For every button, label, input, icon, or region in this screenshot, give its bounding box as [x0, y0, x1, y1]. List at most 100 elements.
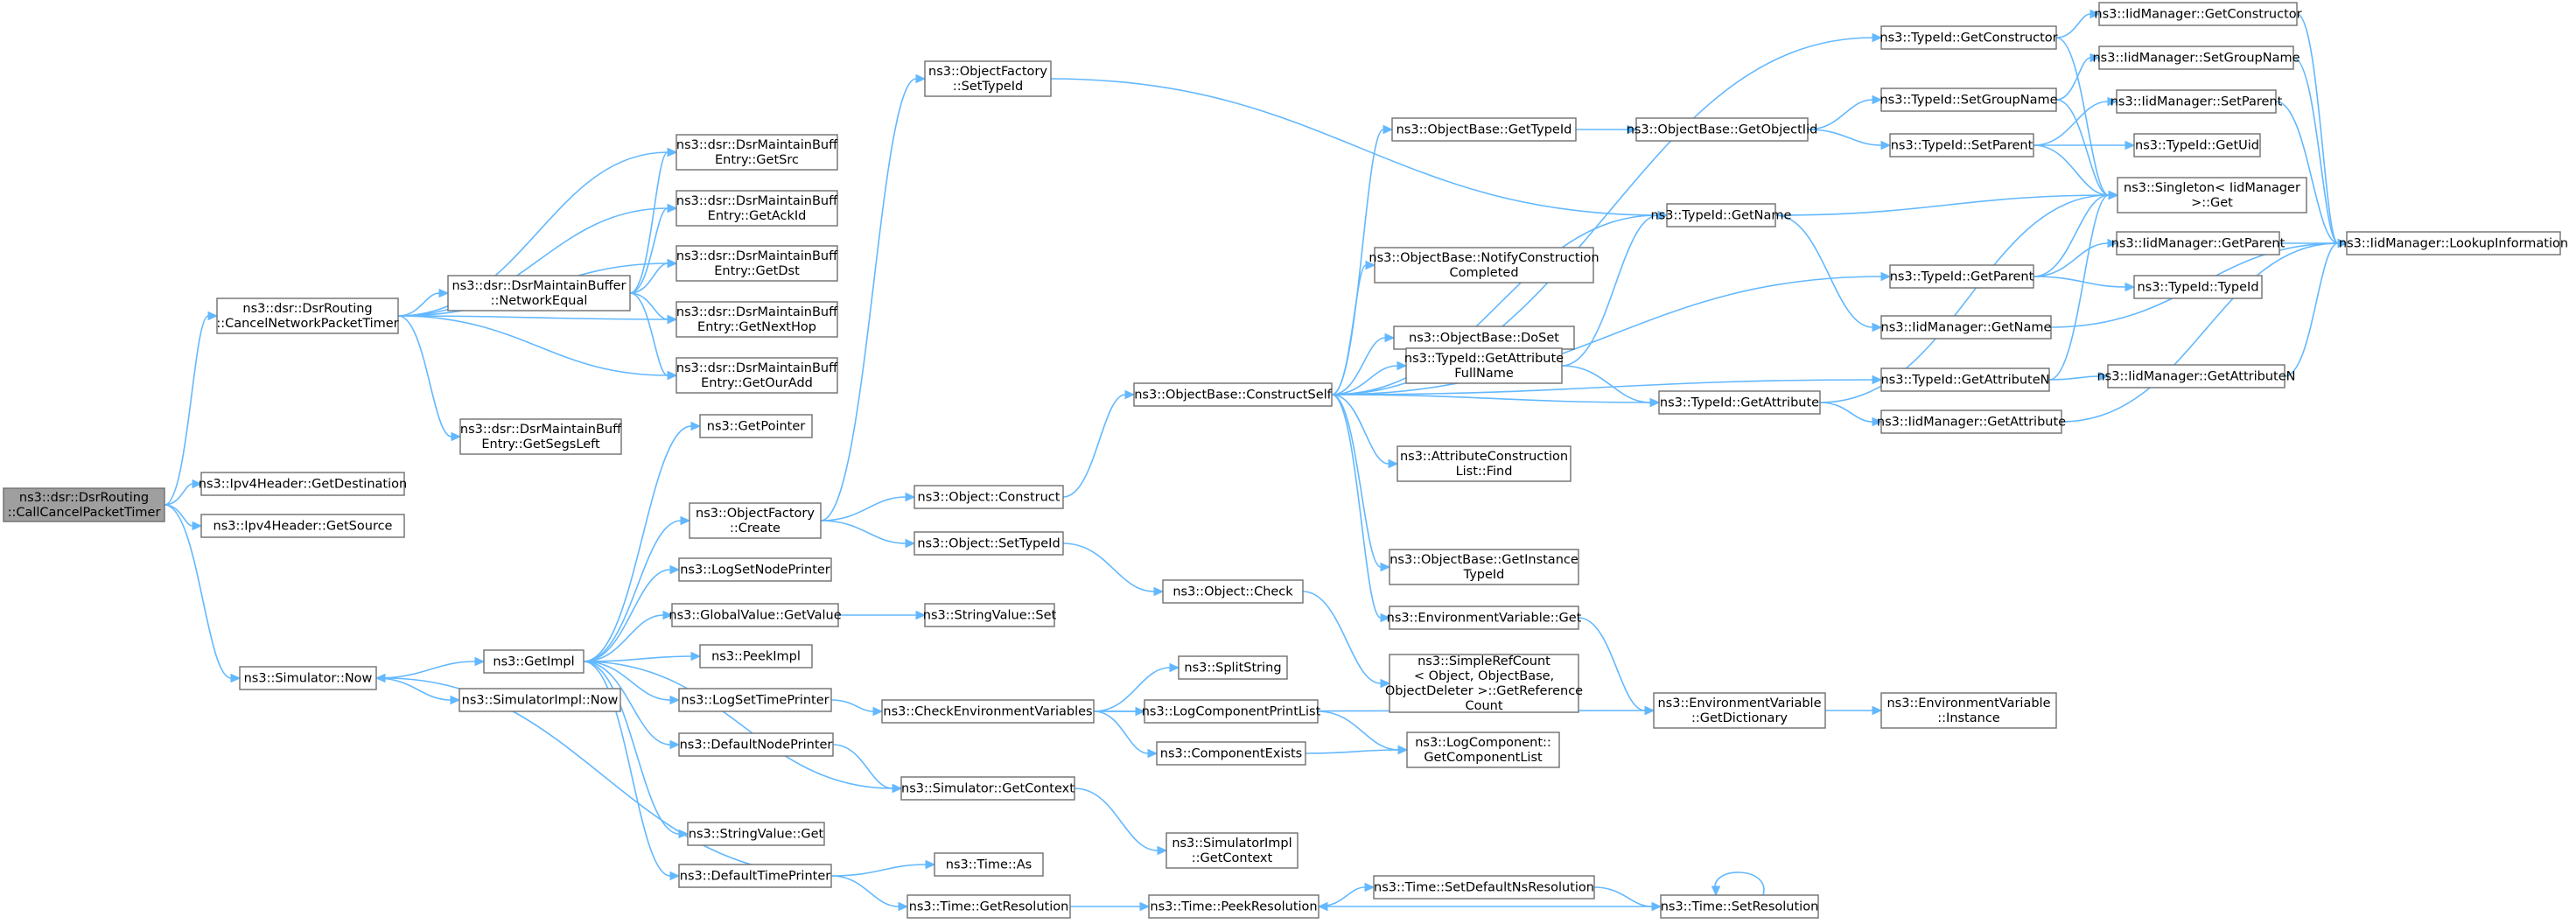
- graph-node[interactable]: ns3::Time::SetResolution: [1660, 894, 1819, 919]
- graph-node[interactable]: ns3::StringValue::Get: [687, 822, 825, 846]
- graph-node[interactable]: ns3::IidManager::SetGroupName: [2092, 46, 2300, 70]
- graph-node[interactable]: ns3::Time::SetDefaultNsResolution: [1373, 875, 1595, 900]
- graph-node[interactable]: ns3::LogSetNodePrinter: [678, 557, 832, 582]
- graph-node[interactable]: ns3::Object::Check: [1162, 579, 1304, 604]
- arrowhead: [1649, 397, 1661, 408]
- graph-node[interactable]: ns3::TypeId::GetAttribute: [1658, 390, 1821, 415]
- node-box: [3, 487, 165, 522]
- node-label: ns3::Time::As: [946, 858, 1032, 872]
- graph-node[interactable]: ns3::TypeId::GetAttributeN: [1880, 368, 2050, 392]
- node-box: [699, 644, 813, 668]
- graph-node[interactable]: ns3::ObjectBase::GetTypeId: [1391, 117, 1577, 142]
- graph-node[interactable]: ns3::ObjectBase::NotifyConstructionCompl…: [1368, 247, 1600, 284]
- graph-node[interactable]: ns3::ObjectBase::GetObjectIid: [1627, 117, 1818, 142]
- graph-node[interactable]: ns3::IidManager::GetAttributeN: [2096, 364, 2296, 388]
- node-label: ns3::TypeId::SetGroupName: [1880, 94, 2057, 108]
- node-box: [200, 514, 405, 538]
- graph-node[interactable]: ns3::IidManager::GetConstructor: [2094, 2, 2302, 26]
- graph-node[interactable]: ns3::Object::SetTypeId: [914, 531, 1064, 556]
- graph-node[interactable]: ns3::ObjectFactory::Create: [689, 502, 822, 539]
- graph-node[interactable]: ns3::GlobalValue::GetValue: [668, 603, 842, 627]
- edge-n53-n61: [2055, 9, 2101, 38]
- graph-node[interactable]: ns3::dsr::DsrMaintainBuffer::NetworkEqua…: [447, 275, 631, 312]
- node-label: ns3::IidManager::LookupInformation: [2339, 237, 2568, 251]
- node-label: ns3::Ipv4Header::GetSource: [214, 520, 393, 534]
- graph-node[interactable]: ns3::EnvironmentVariable::Instance: [1880, 692, 2057, 729]
- graph-node[interactable]: ns3::TypeId::GetParent: [1889, 264, 2034, 289]
- node-box: [1880, 692, 2057, 729]
- graph-node[interactable]: ns3::LogSetTimePrinter: [678, 688, 832, 712]
- arrowhead: [451, 431, 462, 442]
- node-box: [1880, 315, 2052, 340]
- graph-node[interactable]: ns3::dsr::DsrMaintainBuffEntry::GetSegsL…: [459, 418, 622, 455]
- graph-node[interactable]: ns3::IidManager::GetParent: [2111, 231, 2286, 256]
- graph-node[interactable]: ns3::dsr::DsrMaintainBuffEntry::GetNextH…: [676, 301, 838, 338]
- graph-node[interactable]: ns3::PeekImpl: [699, 644, 813, 668]
- node-box: [1880, 25, 2057, 50]
- graph-node[interactable]: ns3::ObjectBase::DoSet: [1393, 326, 1575, 350]
- node-label: ns3::TypeId::GetName: [1651, 209, 1792, 223]
- graph-node[interactable]: ns3::DefaultTimePrinter: [678, 864, 832, 888]
- edge-n58-n65: [2048, 190, 2119, 381]
- graph-node[interactable]: ns3::Ipv4Header::GetSource: [200, 514, 405, 538]
- node-label: ns3::Simulator::Now: [244, 672, 373, 686]
- graph-node[interactable]: ns3::SimulatorImpl::GetContext: [1166, 832, 1298, 869]
- graph-node[interactable]: ns3::SplitString: [1178, 655, 1288, 680]
- graph-node[interactable]: ns3::ObjectBase::ConstructSelf: [1133, 382, 1333, 407]
- node-box: [2133, 133, 2261, 158]
- graph-node[interactable]: ns3::GetImpl: [483, 649, 584, 674]
- graph-node[interactable]: ns3::DefaultNodePrinter: [678, 732, 834, 757]
- graph-node[interactable]: ns3::ObjectFactory::SetTypeId: [924, 60, 1052, 97]
- graph-node[interactable]: ns3::LogComponentPrintList: [1142, 699, 1321, 724]
- graph-node[interactable]: ns3::IidManager::LookupInformation: [2339, 231, 2568, 256]
- graph-node[interactable]: ns3::EnvironmentVariable::Get: [1387, 606, 1582, 630]
- graph-node[interactable]: ns3::CheckEnvironmentVariables: [881, 699, 1095, 724]
- arrowhead: [474, 656, 486, 667]
- graph-node[interactable]: ns3::Simulator::Now: [239, 666, 377, 690]
- graph-node[interactable]: ns3::Time::GetResolution: [906, 894, 1071, 919]
- graph-node[interactable]: ns3::dsr::DsrRouting::CancelNetworkPacke…: [216, 298, 399, 334]
- graph-node[interactable]: ns3::TypeId::TypeId: [2133, 275, 2263, 299]
- graph-node[interactable]: ns3::GetPointer: [699, 414, 813, 438]
- graph-node[interactable]: ns3::SimpleRefCount< Object, ObjectBase,…: [1385, 654, 1583, 713]
- graph-node[interactable]: ns3::Ipv4Header::GetDestination: [199, 472, 407, 496]
- arrowhead: [192, 479, 203, 489]
- edge-n56-n66: [2033, 238, 2118, 277]
- graph-node[interactable]: ns3::TypeId::GetConstructor: [1880, 25, 2058, 50]
- node-label: ns3::ObjectBase::GetInstance: [1390, 553, 1578, 567]
- node-label: ns3::Time::PeekResolution: [1150, 900, 1317, 914]
- graph-node[interactable]: ns3::IidManager::SetParent: [2110, 89, 2283, 114]
- node-label: Entry::GetAckId: [708, 209, 807, 223]
- arrowhead: [1711, 886, 1721, 897]
- graph-node[interactable]: ns3::TypeId::SetGroupName: [1880, 88, 2058, 112]
- edge-n15-n23: [820, 74, 927, 522]
- graph-node[interactable]: ns3::Singleton< IidManager>::Get: [2117, 177, 2307, 214]
- graph-node[interactable]: ns3::TypeId::GetName: [1651, 203, 1792, 228]
- arrowhead: [2108, 190, 2119, 200]
- graph-node[interactable]: ns3::TypeId::GetUid: [2133, 133, 2261, 158]
- graph-node[interactable]: ns3::LogComponent::GetComponentList: [1406, 732, 1560, 768]
- node-label: ns3::ObjectBase::GetTypeId: [1396, 123, 1572, 137]
- graph-node[interactable]: ns3::dsr::DsrMaintainBuffEntry::GetOurAd…: [676, 357, 838, 394]
- graph-node[interactable]: ns3::StringValue::Set: [923, 603, 1057, 627]
- root-node[interactable]: ns3::dsr::DsrRouting::CallCancelPacketTi…: [3, 487, 165, 522]
- graph-node[interactable]: ns3::EnvironmentVariable::GetDictionary: [1653, 692, 1826, 729]
- graph-node[interactable]: ns3::IidManager::GetName: [1880, 315, 2052, 340]
- node-box: [1880, 88, 2057, 112]
- edge-n59-n69: [2061, 238, 2348, 423]
- graph-node[interactable]: ns3::IidManager::GetAttribute: [1877, 410, 2066, 434]
- graph-node[interactable]: ns3::Simulator::GetContext: [900, 776, 1075, 801]
- node-label: ::Create: [730, 522, 780, 536]
- graph-node[interactable]: ns3::ComponentExists: [1156, 741, 1306, 766]
- graph-node[interactable]: ns3::Time::As: [934, 852, 1044, 877]
- graph-node[interactable]: ns3::Object::Construct: [914, 485, 1064, 509]
- graph-node[interactable]: ns3::Time::PeekResolution: [1148, 894, 1320, 919]
- graph-node[interactable]: ns3::SimulatorImpl::Now: [458, 688, 621, 712]
- graph-node[interactable]: ns3::TypeId::SetParent: [1889, 133, 2034, 158]
